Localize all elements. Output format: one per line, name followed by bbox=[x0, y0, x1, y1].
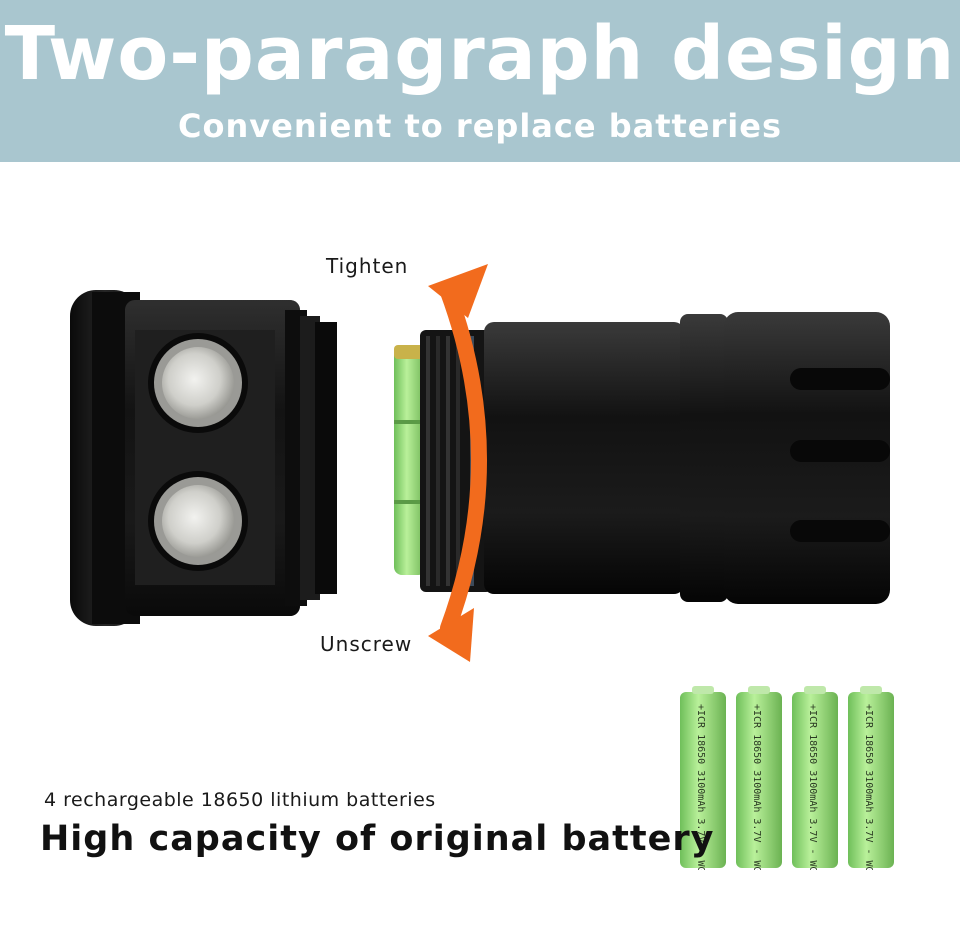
battery-4-label: +ICR 18650 3100mAh 3.7V - WG-001 bbox=[863, 704, 874, 870]
battery-2 bbox=[736, 686, 782, 868]
unscrew-label: Unscrew bbox=[320, 632, 413, 656]
flashlight-body bbox=[484, 312, 890, 604]
battery-note: 4 rechargeable 18650 lithium batteries bbox=[44, 789, 436, 811]
header-banner: Two-paragraph design Convenient to repla… bbox=[0, 0, 960, 162]
battery-3 bbox=[792, 686, 838, 868]
banner-title: Two-paragraph design bbox=[4, 11, 956, 97]
battery-pack bbox=[394, 345, 426, 575]
rotation-arrow bbox=[428, 264, 488, 662]
battery-set: +ICR 18650 3100mAh 3.7V - WG-001 +ICR 18… bbox=[680, 686, 894, 870]
battery-1 bbox=[680, 686, 726, 868]
battery-2-label: +ICR 18650 3100mAh 3.7V - WG-001 bbox=[751, 704, 762, 870]
tighten-label: Tighten bbox=[326, 254, 409, 278]
flashlight-head bbox=[70, 290, 337, 626]
led-bottom bbox=[148, 471, 248, 571]
banner-subtitle: Convenient to replace batteries bbox=[178, 107, 782, 145]
led-top bbox=[148, 333, 248, 433]
battery-1-label: +ICR 18650 3100mAh 3.7V - WG-001 bbox=[695, 704, 706, 870]
battery-4 bbox=[848, 686, 894, 868]
battery-headline: High capacity of original battery bbox=[40, 819, 715, 859]
battery-3-label: +ICR 18650 3100mAh 3.7V - WG-001 bbox=[807, 704, 818, 870]
